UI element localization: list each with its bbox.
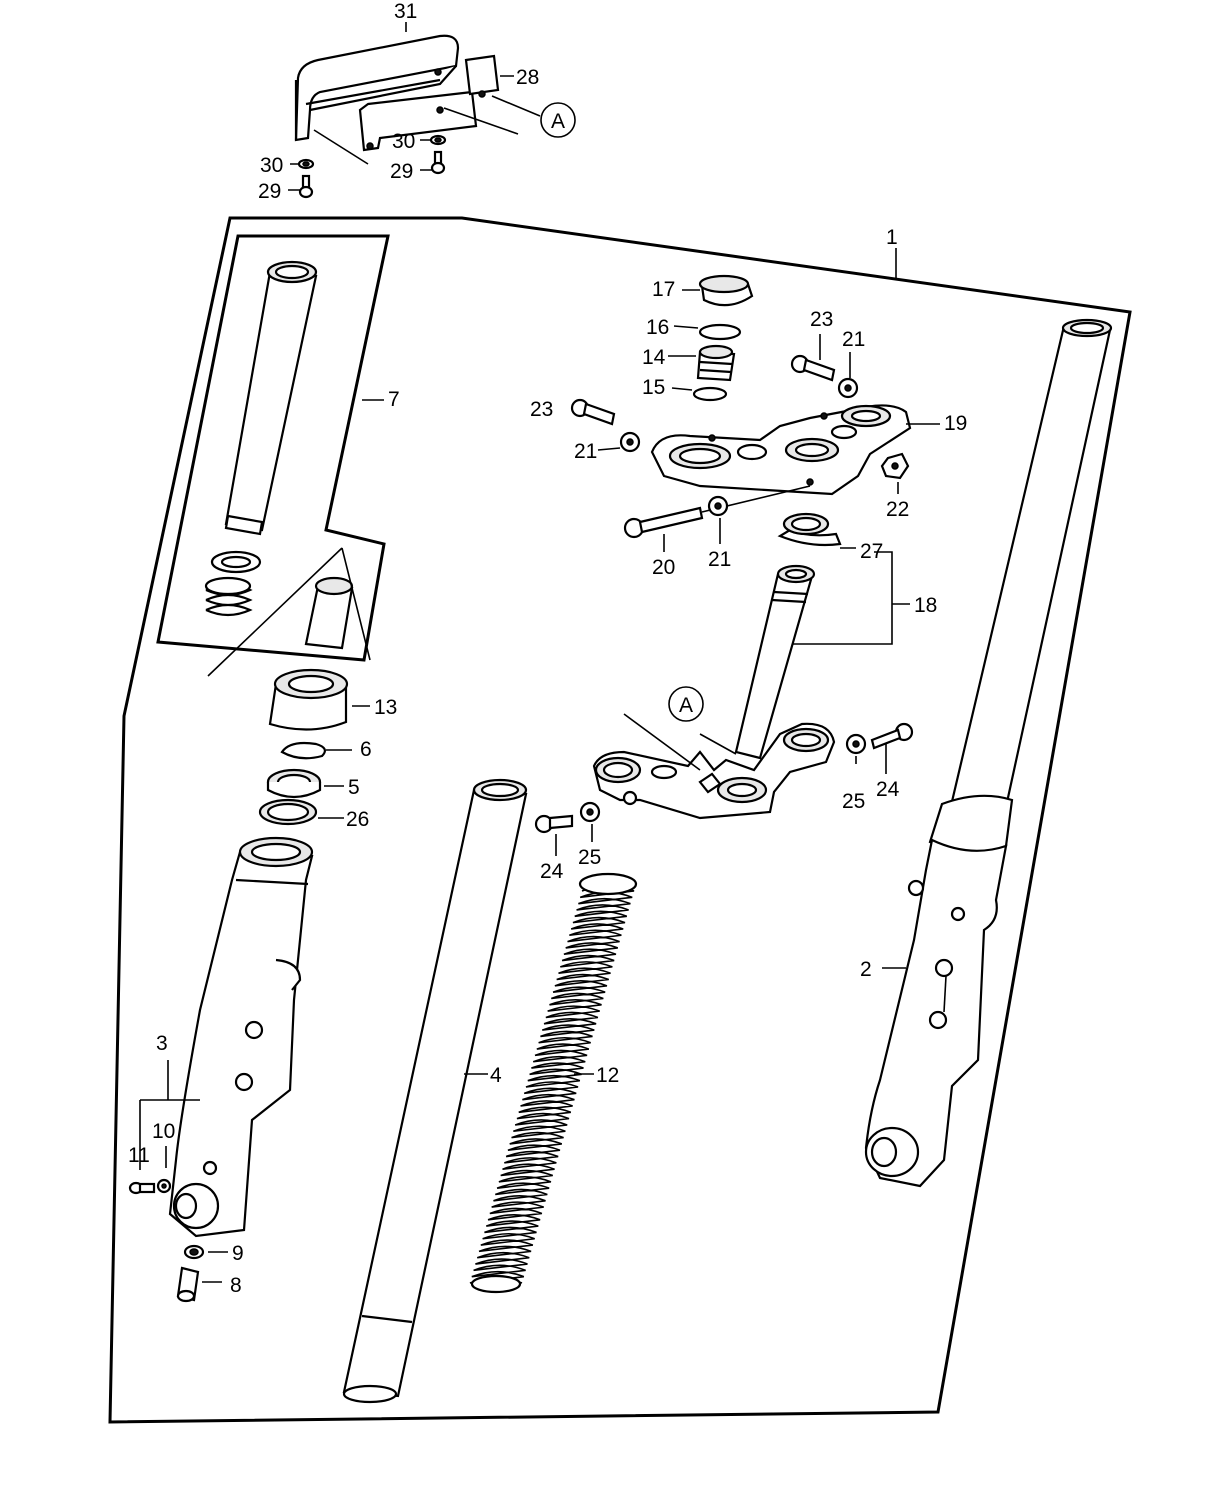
callout-21-left: 21 bbox=[574, 440, 597, 463]
o-ring bbox=[692, 386, 728, 402]
callout-18: 18 bbox=[914, 594, 937, 617]
oil-lock-piece bbox=[304, 576, 354, 650]
callout-24-right: 24 bbox=[876, 778, 900, 801]
callout-2: 2 bbox=[860, 958, 872, 981]
steering-stem bbox=[734, 564, 816, 760]
callout-12: 12 bbox=[596, 1064, 619, 1087]
pinch-bolt-left bbox=[570, 398, 616, 426]
axle-bolt-left bbox=[176, 1244, 205, 1303]
nut bbox=[880, 452, 910, 480]
oil-seal bbox=[266, 768, 322, 799]
callout-14: 14 bbox=[642, 346, 666, 369]
dust-seal bbox=[268, 668, 349, 731]
drain-bolt bbox=[128, 1178, 172, 1195]
lower-bolt-right bbox=[870, 722, 914, 750]
callout-4: 4 bbox=[490, 1064, 502, 1087]
callout-7: 7 bbox=[388, 388, 400, 411]
reference-marker-bottom bbox=[668, 686, 704, 722]
bracket-bolt-left bbox=[297, 158, 315, 199]
washer-left bbox=[619, 431, 641, 453]
fork-damper-group-outline bbox=[156, 234, 390, 662]
callout-9: 9 bbox=[232, 1242, 244, 1265]
callout-24-left: 24 bbox=[540, 860, 564, 883]
callout-21-center: 21 bbox=[708, 548, 731, 571]
callout-23-right: 23 bbox=[810, 308, 833, 331]
callout-5: 5 bbox=[348, 776, 360, 799]
steering-bearing bbox=[777, 512, 842, 547]
callout-31: 31 bbox=[394, 0, 417, 23]
assembly-outline bbox=[108, 216, 1132, 1424]
bracket-bolt-right bbox=[429, 134, 447, 175]
callout-3: 3 bbox=[156, 1032, 168, 1055]
callout-8: 8 bbox=[230, 1274, 242, 1297]
callout-15: 15 bbox=[642, 376, 665, 399]
callout-23-left: 23 bbox=[530, 398, 553, 421]
callout-16: 16 bbox=[646, 316, 669, 339]
upper-bracket bbox=[650, 404, 912, 496]
stopper-ring bbox=[280, 741, 326, 760]
callout-27: 27 bbox=[860, 540, 883, 563]
stem-bolt bbox=[623, 485, 811, 539]
lower-washer-right bbox=[845, 733, 867, 755]
pinch-bolt-right bbox=[790, 354, 836, 382]
callout-30-left: 30 bbox=[260, 154, 283, 177]
callout-25-right: 25 bbox=[842, 790, 865, 813]
callout-26: 26 bbox=[346, 808, 369, 831]
callout-29-right: 29 bbox=[390, 160, 413, 183]
callout-17: 17 bbox=[652, 278, 675, 301]
rebound-spring bbox=[204, 550, 262, 617]
callout-25-left: 25 bbox=[578, 846, 601, 869]
inner-tube bbox=[342, 778, 528, 1404]
fork-spring bbox=[469, 872, 638, 1294]
callout-29-left: 29 bbox=[258, 180, 281, 203]
handle-bracket bbox=[294, 34, 500, 165]
washer-center bbox=[707, 495, 729, 517]
callout-21-right: 21 bbox=[842, 328, 865, 351]
damper-rod bbox=[224, 260, 318, 536]
callout-1: 1 bbox=[886, 226, 898, 249]
lower-bolt-left bbox=[534, 814, 574, 834]
callout-30-right: 30 bbox=[392, 130, 415, 153]
reference-marker-top-label: A bbox=[551, 110, 565, 133]
callout-6: 6 bbox=[360, 738, 372, 761]
callout-19: 19 bbox=[944, 412, 967, 435]
callout-10: 10 bbox=[152, 1120, 175, 1143]
guide-bushing bbox=[258, 798, 318, 826]
callout-28: 28 bbox=[516, 66, 539, 89]
reference-marker-top bbox=[540, 102, 576, 138]
snap-ring bbox=[698, 323, 742, 341]
washer-right bbox=[837, 377, 859, 399]
lower-bracket bbox=[592, 722, 836, 820]
cap-bolt bbox=[696, 344, 736, 382]
reference-marker-bottom-label: A bbox=[679, 694, 693, 717]
left-outer-tube bbox=[168, 836, 314, 1238]
callout-22: 22 bbox=[886, 498, 909, 521]
lower-washer-left bbox=[579, 801, 601, 823]
callout-11: 11 bbox=[128, 1144, 150, 1167]
top-plug bbox=[698, 274, 754, 307]
right-fork-leg bbox=[864, 318, 1113, 1188]
callout-13: 13 bbox=[374, 696, 397, 719]
callout-20: 20 bbox=[652, 556, 675, 579]
